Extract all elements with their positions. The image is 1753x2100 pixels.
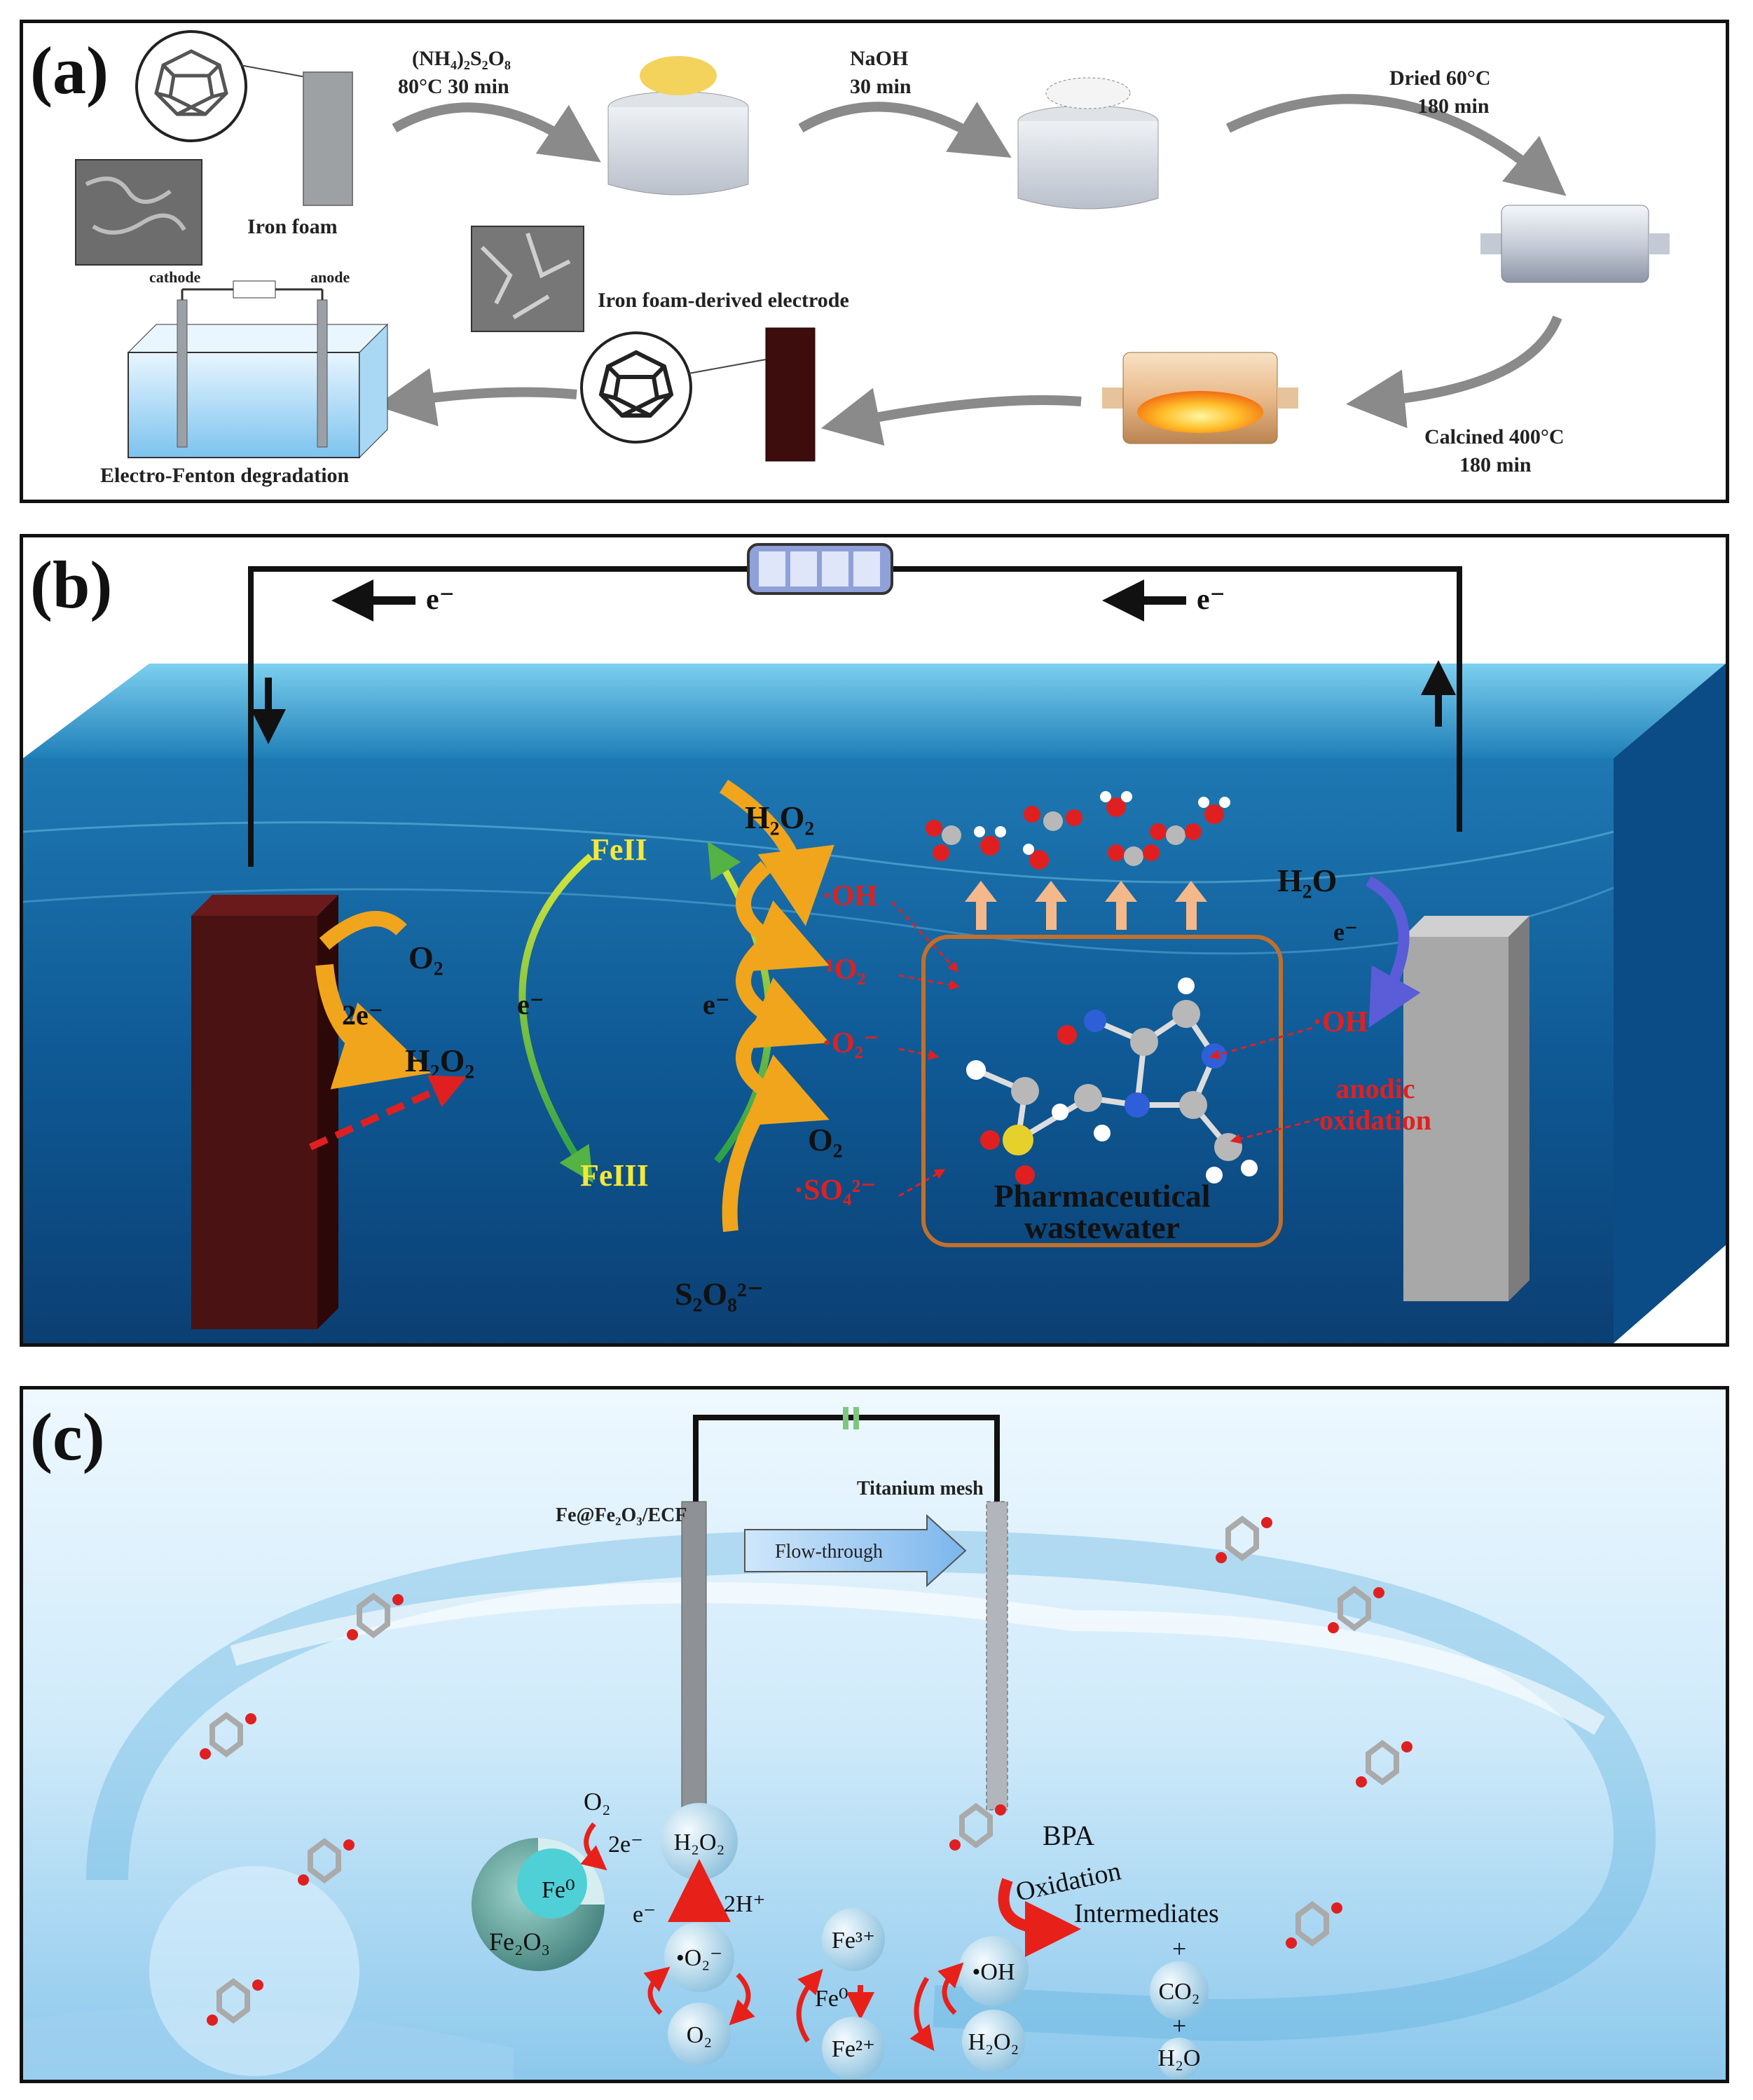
step1-line1: (NH₄)₂S₂O₈ (412, 47, 511, 70)
h2o2-bottom-bubble (962, 2010, 1025, 2073)
titanium-mesh (986, 1501, 1008, 1811)
water-top-face (23, 664, 1726, 758)
degradation-arrows (965, 881, 1207, 930)
plus-2: + (1172, 2012, 1186, 2040)
o2-bottom-bubble (668, 2003, 731, 2066)
co2-label: CO₂ (1158, 1979, 1199, 2005)
superoxide-label: ·O₂⁻ (822, 1027, 879, 1059)
pollutant-box (921, 935, 1283, 1247)
degradation-label: Electro-Fenton degradation (100, 464, 350, 487)
panel-b: (b) e⁻ e⁻ O₂ 2e⁻ H₂O₂ FeII FeIII e⁻ H₂O₂ (20, 534, 1729, 1347)
step2-line1: NaOH (850, 47, 908, 70)
h2o2-top-label: H₂O₂ (745, 799, 814, 835)
step4-line1: Calcined 400°C (1424, 425, 1565, 448)
panel-a: (a) Iron foam (NH₄)₂S₂O₈ 80°C 30 min NaO… (20, 20, 1729, 503)
battery-icon (747, 543, 893, 595)
two-electron-label: 2e⁻ (342, 999, 383, 1031)
electrode-label: Iron foam-derived electrode (598, 289, 849, 312)
cathode-electrode (191, 895, 338, 1329)
intermediates-label: Intermediates (1074, 1899, 1219, 1928)
product-molecules (926, 791, 1230, 870)
fe-electrode-label: Fe@Fe₂O₃/ECF (556, 1504, 687, 1526)
electron-mid-label: e⁻ (703, 989, 730, 1020)
fe3-label: FeIII (580, 1158, 649, 1193)
oh-bubble (958, 1936, 1029, 2006)
bpa-label: BPA (1043, 1820, 1094, 1851)
foam-structure-icon (135, 30, 318, 142)
fe3-bubble (822, 1908, 885, 1971)
o2-right-label: O₂ (808, 1122, 843, 1158)
h2o-bubble (1158, 2038, 1200, 2080)
power-source-icon (843, 1407, 859, 1429)
circuit-wire (248, 566, 1462, 867)
electro-fenton-tank (127, 280, 389, 459)
flow-through-label: Flow-through (775, 1541, 883, 1563)
iron-foam-label: Iron foam (247, 215, 338, 238)
fe2o3-label: Fe₂O₃ (489, 1928, 550, 1956)
drying-oven (1480, 205, 1670, 283)
h2o-c-label: H₂O (1158, 2045, 1201, 2071)
fe2-bubble (822, 2017, 885, 2080)
electrode-structure-icon (580, 331, 766, 444)
pharma-line1: Pharmaceutical (994, 1178, 1210, 1214)
electron-label-right: e⁻ (1197, 584, 1225, 616)
anode-electrode (1403, 916, 1529, 1301)
panel-a-label: (a) (30, 33, 109, 108)
electron-c-label: e⁻ (633, 1902, 656, 1928)
o2-top-label: O₂ (584, 1787, 611, 1816)
electron-label-left: e⁻ (426, 584, 455, 616)
persulfate-label: S₂O₈²⁻ (675, 1276, 764, 1312)
panel-c: (c) Fe@Fe₂O₃/ECF Titanium mesh Flow-thro… (20, 1386, 1729, 2083)
anodic-line1: anodic (1335, 1073, 1415, 1104)
sulfate-radical-label: ·SO₄²⁻ (794, 1174, 876, 1207)
electron-anode-label: e⁻ (1333, 918, 1358, 946)
h2o2-c-label: H₂O₂ (674, 1830, 725, 1855)
pharma-line2: wastewater (1024, 1209, 1180, 1245)
bpa-molecule-icon (200, 1516, 1412, 2026)
reaction-bowl-1 (607, 56, 749, 195)
panel-b-label: (b) (30, 547, 112, 622)
flow-through-arrow (744, 1514, 967, 1588)
superoxide-bubble (664, 1922, 734, 1992)
sem-image-1 (75, 159, 202, 266)
two-proton-label: 2H⁺ (724, 1891, 766, 1917)
anodic-line2: oxidation (1319, 1104, 1431, 1136)
fe0-core-label: Fe⁰ (542, 1877, 575, 1903)
electron-cycle-label: e⁻ (517, 989, 544, 1020)
fe2-c-label: Fe²⁺ (832, 2036, 875, 2062)
fe0-label: Fe⁰ (815, 1986, 848, 2012)
titanium-mesh-label: Titanium mesh (857, 1478, 984, 1499)
derived-electrode (765, 327, 816, 462)
o2-label: O₂ (408, 940, 444, 975)
fe-electrode (681, 1501, 707, 1811)
step1-line2: 80°C 30 min (398, 75, 509, 98)
oh-anode-label: ·OH (1312, 1006, 1368, 1038)
plus-1: + (1172, 1935, 1186, 1963)
cathode-label: cathode (149, 268, 201, 286)
singlet-oxygen-label: ¹O₂ (825, 954, 866, 986)
reaction-bowl-2 (1017, 77, 1159, 210)
sem-image-2 (471, 226, 584, 332)
two-electron-c-label: 2e⁻ (608, 1832, 643, 1858)
fe2-label: FeII (591, 832, 647, 867)
oh-c-label: •OH (972, 1959, 1015, 1985)
anode-label: anode (310, 268, 350, 286)
oh-radical-label: ·OH (822, 880, 877, 912)
co2-bubble (1150, 1961, 1209, 2020)
calcination-furnace (1102, 352, 1298, 444)
step3-line2: 180 min (1417, 95, 1490, 118)
step4-line2: 180 min (1459, 453, 1532, 476)
h2o2-cathode-label: H₂O₂ (405, 1043, 474, 1078)
superoxide-c-label: •O₂⁻ (676, 1945, 722, 1971)
h2o2-bottom-label: H₂O₂ (968, 2029, 1019, 2055)
core-shell-particle (472, 1838, 605, 1971)
water-label: H₂O (1277, 863, 1337, 898)
fe3-c-label: Fe³⁺ (832, 1928, 875, 1954)
o2-bottom-label: O₂ (687, 2022, 712, 2048)
step2-line2: 30 min (850, 75, 912, 98)
water-side-face (1614, 664, 1726, 1343)
iron-foam-block (303, 71, 353, 206)
step3-line1: Dried 60°C (1389, 67, 1490, 90)
panel-c-label: (c) (30, 1399, 105, 1474)
